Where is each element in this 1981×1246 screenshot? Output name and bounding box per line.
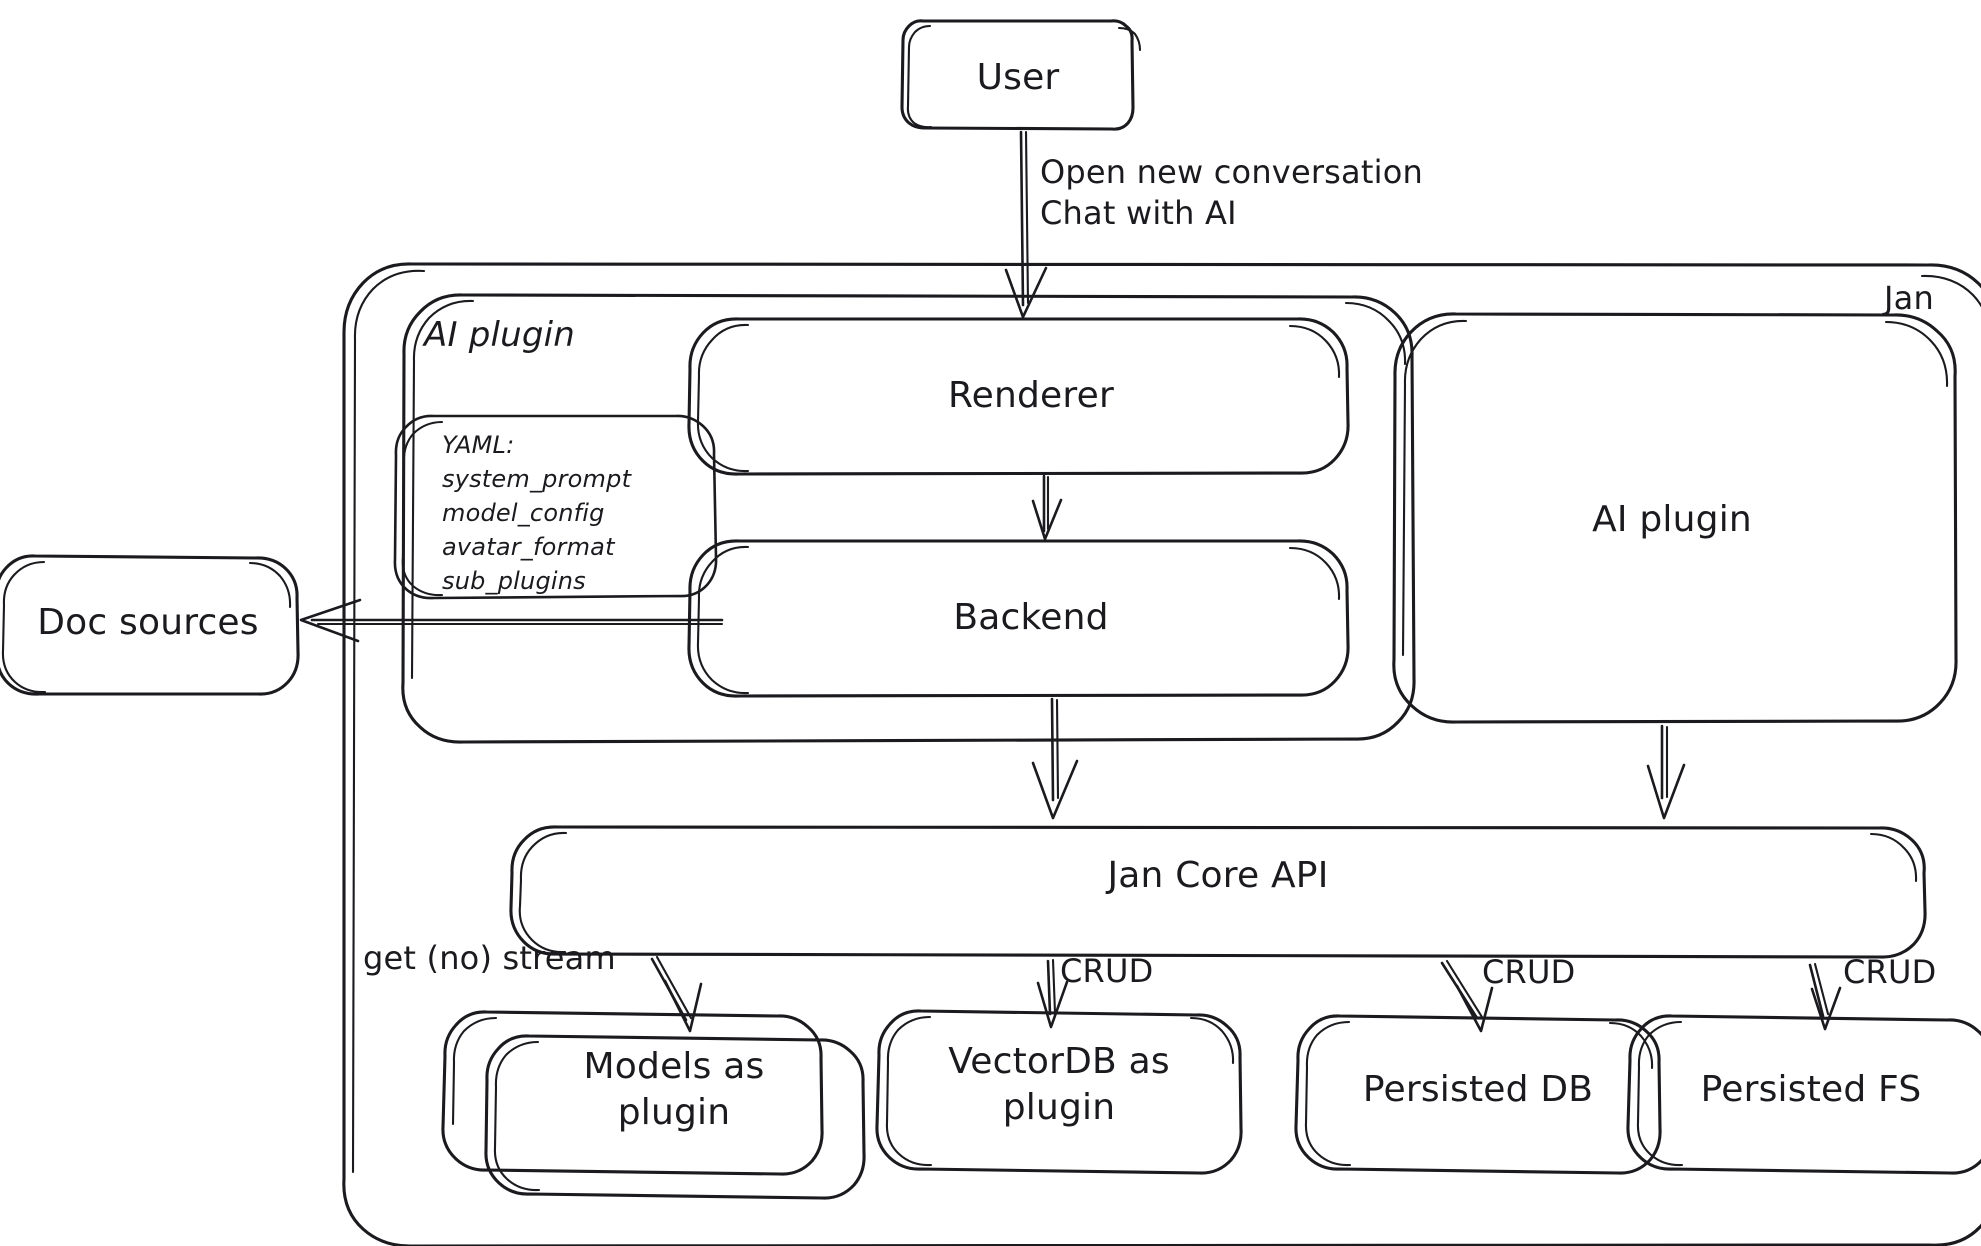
- user-node[interactable]: [900, 20, 1136, 132]
- jan-container-shape: [342, 262, 1981, 1246]
- vectordb-as-plugin-box-shape: [875, 1009, 1243, 1175]
- renderer-node[interactable]: [688, 318, 1349, 474]
- renderer-box-shape: [687, 317, 1350, 476]
- ai-plugin-node[interactable]: [1393, 313, 1957, 722]
- arrow-jan-core-api-to-models: [650, 955, 703, 1033]
- jan-core-api-node[interactable]: [510, 826, 1926, 958]
- arrow-backend-to-jan-core-api: [1031, 697, 1079, 820]
- models-as-plugin-front-box-shape: [484, 1034, 866, 1200]
- persisted-fs-node[interactable]: [1628, 1015, 1981, 1174]
- ai-plugin-group-shape: [401, 293, 1416, 744]
- persisted-fs-box-shape: [1626, 1014, 1981, 1175]
- models-as-plugin-back-box-shape: [441, 1010, 824, 1176]
- arrow-jan-core-api-to-vectordb: [1036, 958, 1069, 1029]
- persisted-db-node[interactable]: [1296, 1015, 1661, 1174]
- ai-plugin-box-shape: [1392, 312, 1958, 724]
- jan-core-api-box-shape: [509, 825, 1927, 959]
- persisted-db-box-shape: [1294, 1014, 1662, 1175]
- arrow-ai-plugin-to-jan-core-api: [1646, 724, 1686, 820]
- arrow-jan-core-api-to-persisted-db: [1440, 959, 1494, 1033]
- yaml-note-node[interactable]: [394, 415, 717, 597]
- models-as-plugin-node[interactable]: [443, 1011, 864, 1199]
- arrow-renderer-to-backend: [1031, 474, 1063, 541]
- user-box-shape: [900, 19, 1142, 131]
- arrow-user-to-renderer: [1004, 130, 1048, 319]
- vectordb-as-plugin-node[interactable]: [877, 1010, 1242, 1174]
- arrow-jan-core-api-to-persisted-fs: [1808, 962, 1842, 1031]
- backend-node[interactable]: [688, 540, 1349, 697]
- doc-sources-node[interactable]: [0, 555, 299, 695]
- yaml-note-shape: [393, 414, 718, 600]
- arrow-backend-to-doc-sources: [299, 598, 724, 643]
- doc-sources-box-shape: [0, 554, 300, 696]
